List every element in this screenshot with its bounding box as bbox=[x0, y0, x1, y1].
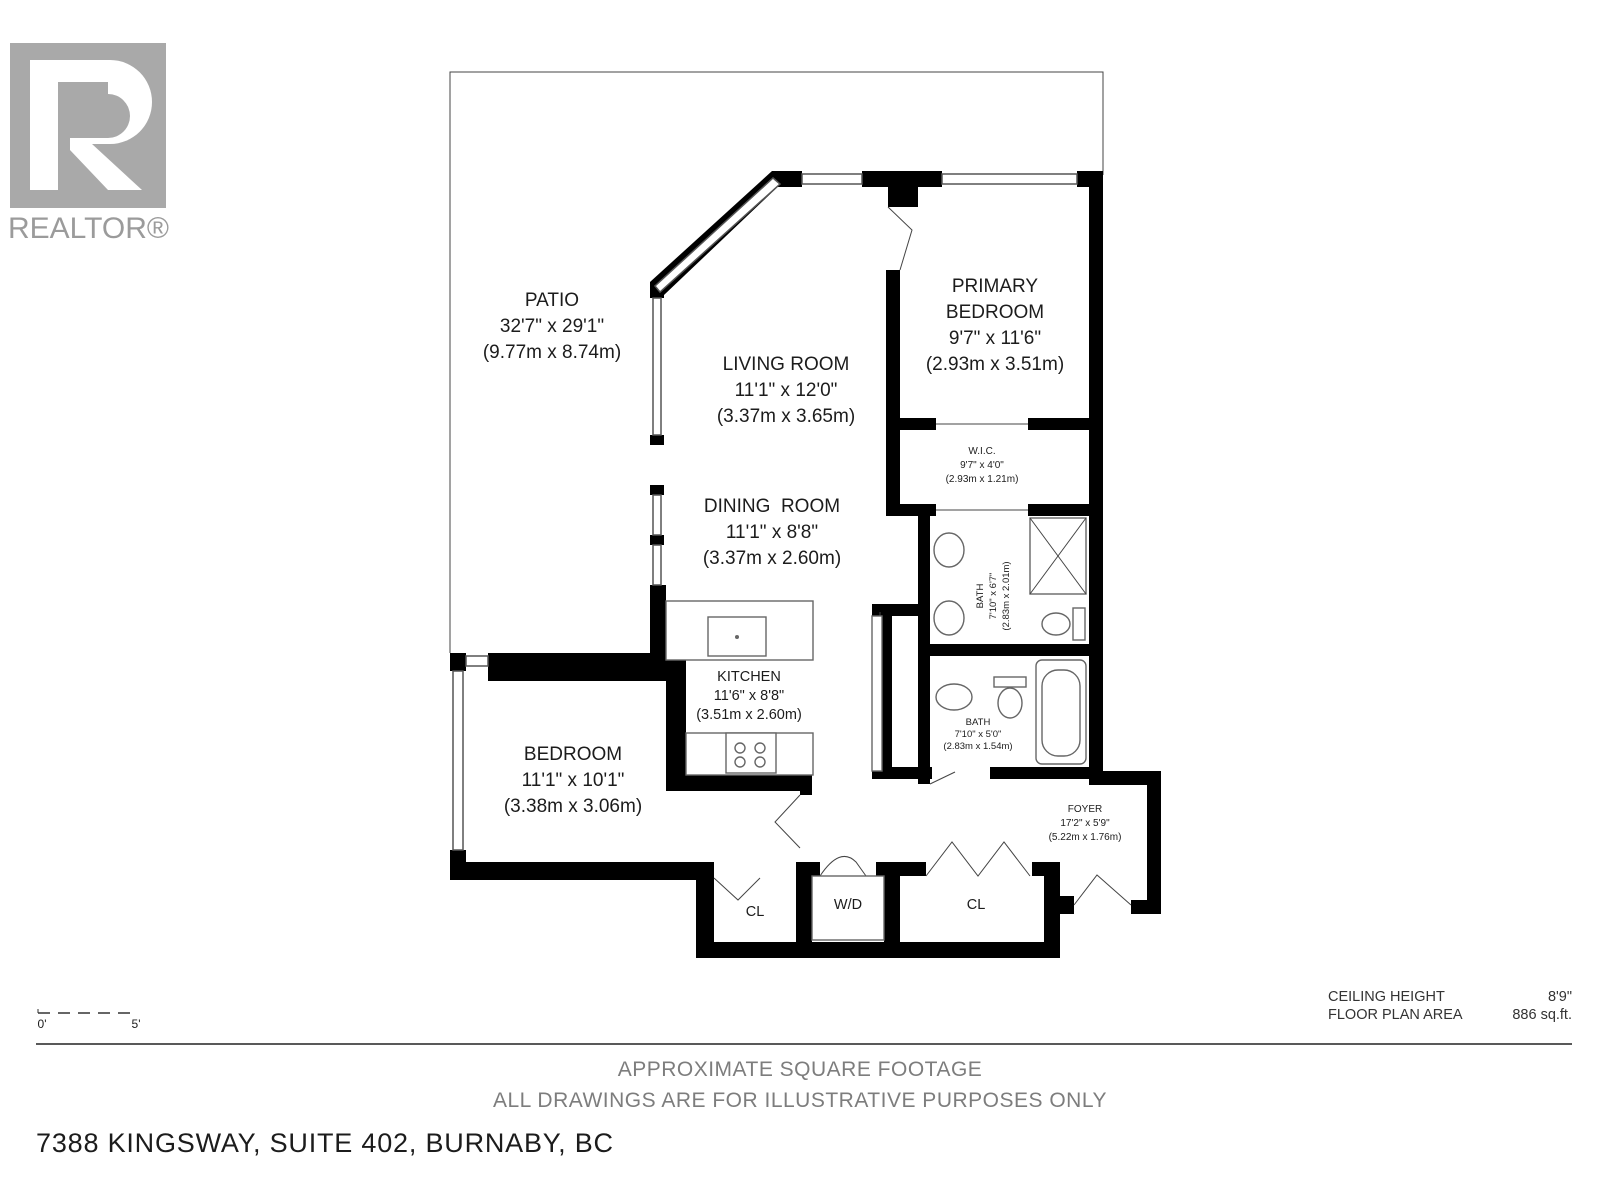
living-room-dimensions: 11'1" x 12'0" bbox=[735, 380, 838, 401]
room-label-living: LIVING ROOM 11'1" x 12'0" (3.37m x 3.65m… bbox=[717, 354, 855, 427]
realtor-logo-text: REALTOR® bbox=[8, 212, 169, 245]
disclaimer-line-2: ALL DRAWINGS ARE FOR ILLUSTRATIVE PURPOS… bbox=[493, 1089, 1107, 1112]
primary-bedroom-dimensions: 9'7" x 11'6" bbox=[949, 328, 1041, 349]
closet-1-label: CL bbox=[746, 904, 765, 920]
windows bbox=[452, 173, 1078, 851]
foyer-dimensions: 17'2" x 5'9" bbox=[1060, 818, 1110, 829]
bedroom-metric: (3.38m x 3.06m) bbox=[504, 796, 642, 817]
bath-1-dimensions: 7'10" x 6'7" bbox=[988, 573, 999, 620]
wic-dimensions: 9'7" x 4'0" bbox=[960, 460, 1004, 471]
room-label-bedroom: BEDROOM 11'1" x 10'1" (3.38m x 3.06m) bbox=[504, 744, 642, 817]
ceiling-height-label: CEILING HEIGHT bbox=[1328, 989, 1445, 1005]
kitchen-dimensions: 11'6" x 8'8" bbox=[714, 688, 784, 704]
closet-2-label: CL bbox=[967, 897, 986, 913]
primary-bedroom-metric: (2.93m x 3.51m) bbox=[926, 354, 1064, 375]
room-label-kitchen: KITCHEN 11'6" x 8'8" (3.51m x 2.60m) bbox=[696, 669, 802, 723]
room-label-primary-bedroom: PRIMARY BEDROOM 9'7" x 11'6" (2.93m x 3.… bbox=[926, 276, 1064, 375]
realtor-logo: REALTOR® bbox=[8, 43, 169, 245]
bath-2-dimensions: 7'10" x 5'0" bbox=[955, 729, 1002, 740]
bedroom-dimensions: 11'1" x 10'1" bbox=[522, 770, 625, 791]
living-room-name: LIVING ROOM bbox=[723, 354, 850, 375]
foyer-metric: (5.22m x 1.76m) bbox=[1049, 832, 1122, 843]
bath-1-metric: (2.83m x 2.01m) bbox=[1001, 561, 1012, 630]
specs: CEILING HEIGHT 8'9" FLOOR PLAN AREA 886 … bbox=[1328, 988, 1572, 1024]
property-address: 7388 KINGSWAY, SUITE 402, BURNABY, BC bbox=[36, 1128, 614, 1158]
bath-1-name: BATH bbox=[975, 584, 986, 609]
kitchen-metric: (3.51m x 2.60m) bbox=[696, 707, 802, 723]
floor-plan-area-label: FLOOR PLAN AREA bbox=[1328, 1007, 1463, 1023]
room-label-patio: PATIO 32'7" x 29'1" (9.77m x 8.74m) bbox=[483, 290, 621, 363]
living-room-metric: (3.37m x 3.65m) bbox=[717, 406, 855, 427]
room-label-bath-1: BATH 7'10" x 6'7" (2.83m x 2.01m) bbox=[975, 561, 1012, 630]
scale-bar: 0' 5' bbox=[37, 1009, 141, 1031]
disclaimer: APPROXIMATE SQUARE FOOTAGE ALL DRAWINGS … bbox=[0, 1054, 1600, 1116]
fixtures bbox=[665, 517, 1087, 941]
patio-dimensions: 32'7" x 29'1" bbox=[500, 316, 604, 337]
dining-room-dimensions: 11'1" x 8'8" bbox=[726, 522, 818, 543]
wic-name: W.I.C. bbox=[968, 446, 995, 457]
patio-outline bbox=[449, 71, 1104, 653]
kitchen-name: KITCHEN bbox=[717, 669, 781, 685]
patio-metric: (9.77m x 8.74m) bbox=[483, 342, 621, 363]
dining-room-name: DINING ROOM bbox=[704, 496, 840, 517]
bath-2-name: BATH bbox=[966, 717, 991, 728]
walls bbox=[450, 171, 1161, 958]
scale-start-label: 0' bbox=[38, 1017, 47, 1031]
ceiling-height-value: 8'9" bbox=[1547, 989, 1572, 1005]
bedroom-name: BEDROOM bbox=[524, 744, 622, 765]
washer-dryer-label: W/D bbox=[834, 897, 862, 913]
floor-plan-area-value: 886 sq.ft. bbox=[1512, 1007, 1572, 1023]
room-label-wic: W.I.C. 9'7" x 4'0" (2.93m x 1.21m) bbox=[946, 446, 1019, 485]
wic-metric: (2.93m x 1.21m) bbox=[946, 474, 1019, 485]
room-label-dining: DINING ROOM 11'1" x 8'8" (3.37m x 2.60m) bbox=[703, 496, 841, 569]
bath-2-metric: (2.83m x 1.54m) bbox=[943, 741, 1012, 752]
room-label-foyer: FOYER 17'2" x 5'9" (5.22m x 1.76m) bbox=[1049, 804, 1122, 843]
primary-bedroom-name-1: PRIMARY bbox=[952, 276, 1039, 297]
patio-name: PATIO bbox=[525, 290, 579, 311]
scale-end-label: 5' bbox=[132, 1017, 141, 1031]
foyer-name: FOYER bbox=[1068, 804, 1102, 815]
disclaimer-line-1: APPROXIMATE SQUARE FOOTAGE bbox=[617, 1058, 983, 1081]
primary-bedroom-name-2: BEDROOM bbox=[946, 302, 1044, 323]
dining-room-metric: (3.37m x 2.60m) bbox=[703, 548, 841, 569]
room-label-bath-2: BATH 7'10" x 5'0" (2.83m x 1.54m) bbox=[943, 717, 1012, 752]
